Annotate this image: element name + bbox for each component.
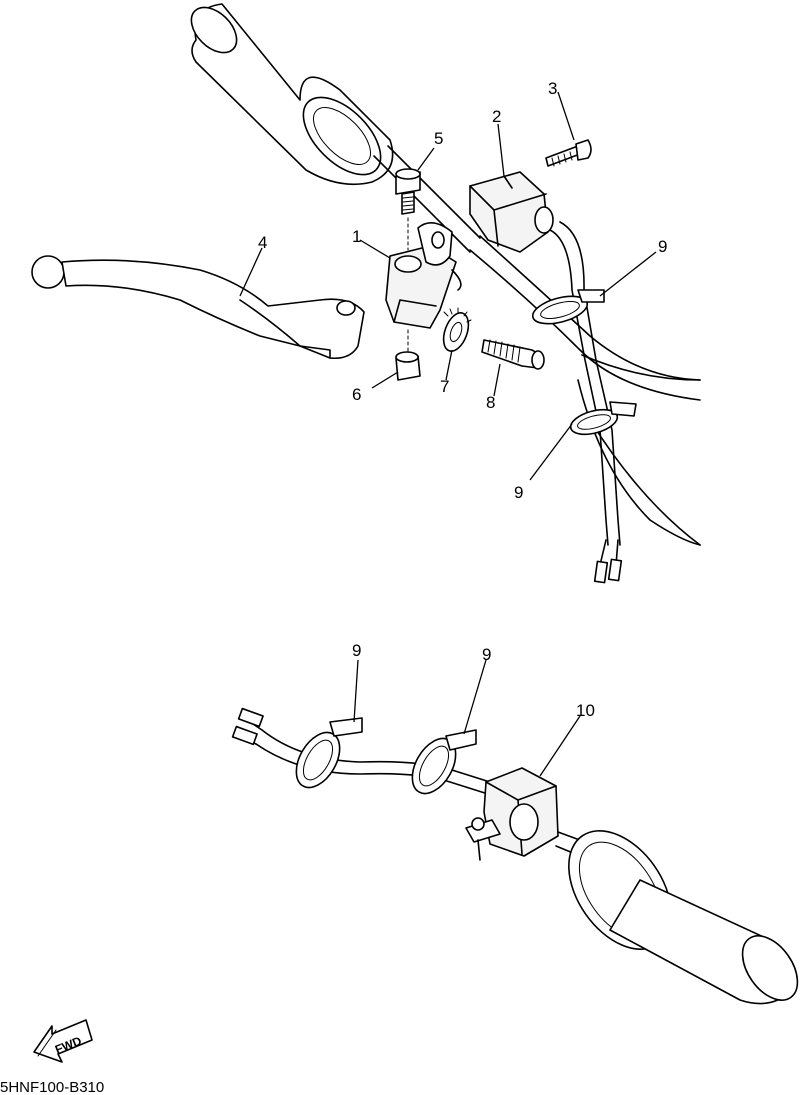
upper-handlebar [469,235,701,546]
forward-arrow-icon: FWD [33,1019,93,1063]
callout-1: 1 [352,227,361,246]
cable-band-lower-2 [411,729,477,795]
lower-grip [555,830,799,1005]
adjuster-nut-part-7 [442,307,472,352]
switch-clamp-part-10 [465,767,559,861]
callout-6: 6 [352,385,361,404]
screw-part-3 [545,139,592,167]
callout-3: 3 [548,79,557,98]
lever-bracket-part-1 [385,222,462,329]
drawing-code: 5HNF100-B310 [0,1079,104,1095]
leader-lines-upper [239,91,657,481]
callout-9-lower-b: 9 [482,645,491,664]
cable-band-lower-1 [295,717,363,789]
callout-9-lower-a: 9 [352,641,361,660]
callout-4: 4 [258,233,267,252]
adjuster-bolt-part-8 [481,339,545,370]
bolt-part-5 [395,168,421,251]
cable-band-upper-2 [569,401,637,436]
cable-band-upper-1 [531,289,605,325]
upper-grip [190,3,481,253]
holder-part-2 [469,171,554,253]
callout-10: 10 [576,701,595,720]
callout-9-upper-a: 9 [658,237,667,256]
lever-part-4 [31,255,365,360]
nut-part-6 [395,329,421,381]
callout-5: 5 [434,129,443,148]
callout-7: 7 [440,377,449,396]
callout-9-upper-b: 9 [514,483,523,502]
callout-8: 8 [486,393,495,412]
wire-harness-upper [549,221,623,584]
callout-2: 2 [492,107,501,126]
leader-lines-lower [353,659,581,777]
